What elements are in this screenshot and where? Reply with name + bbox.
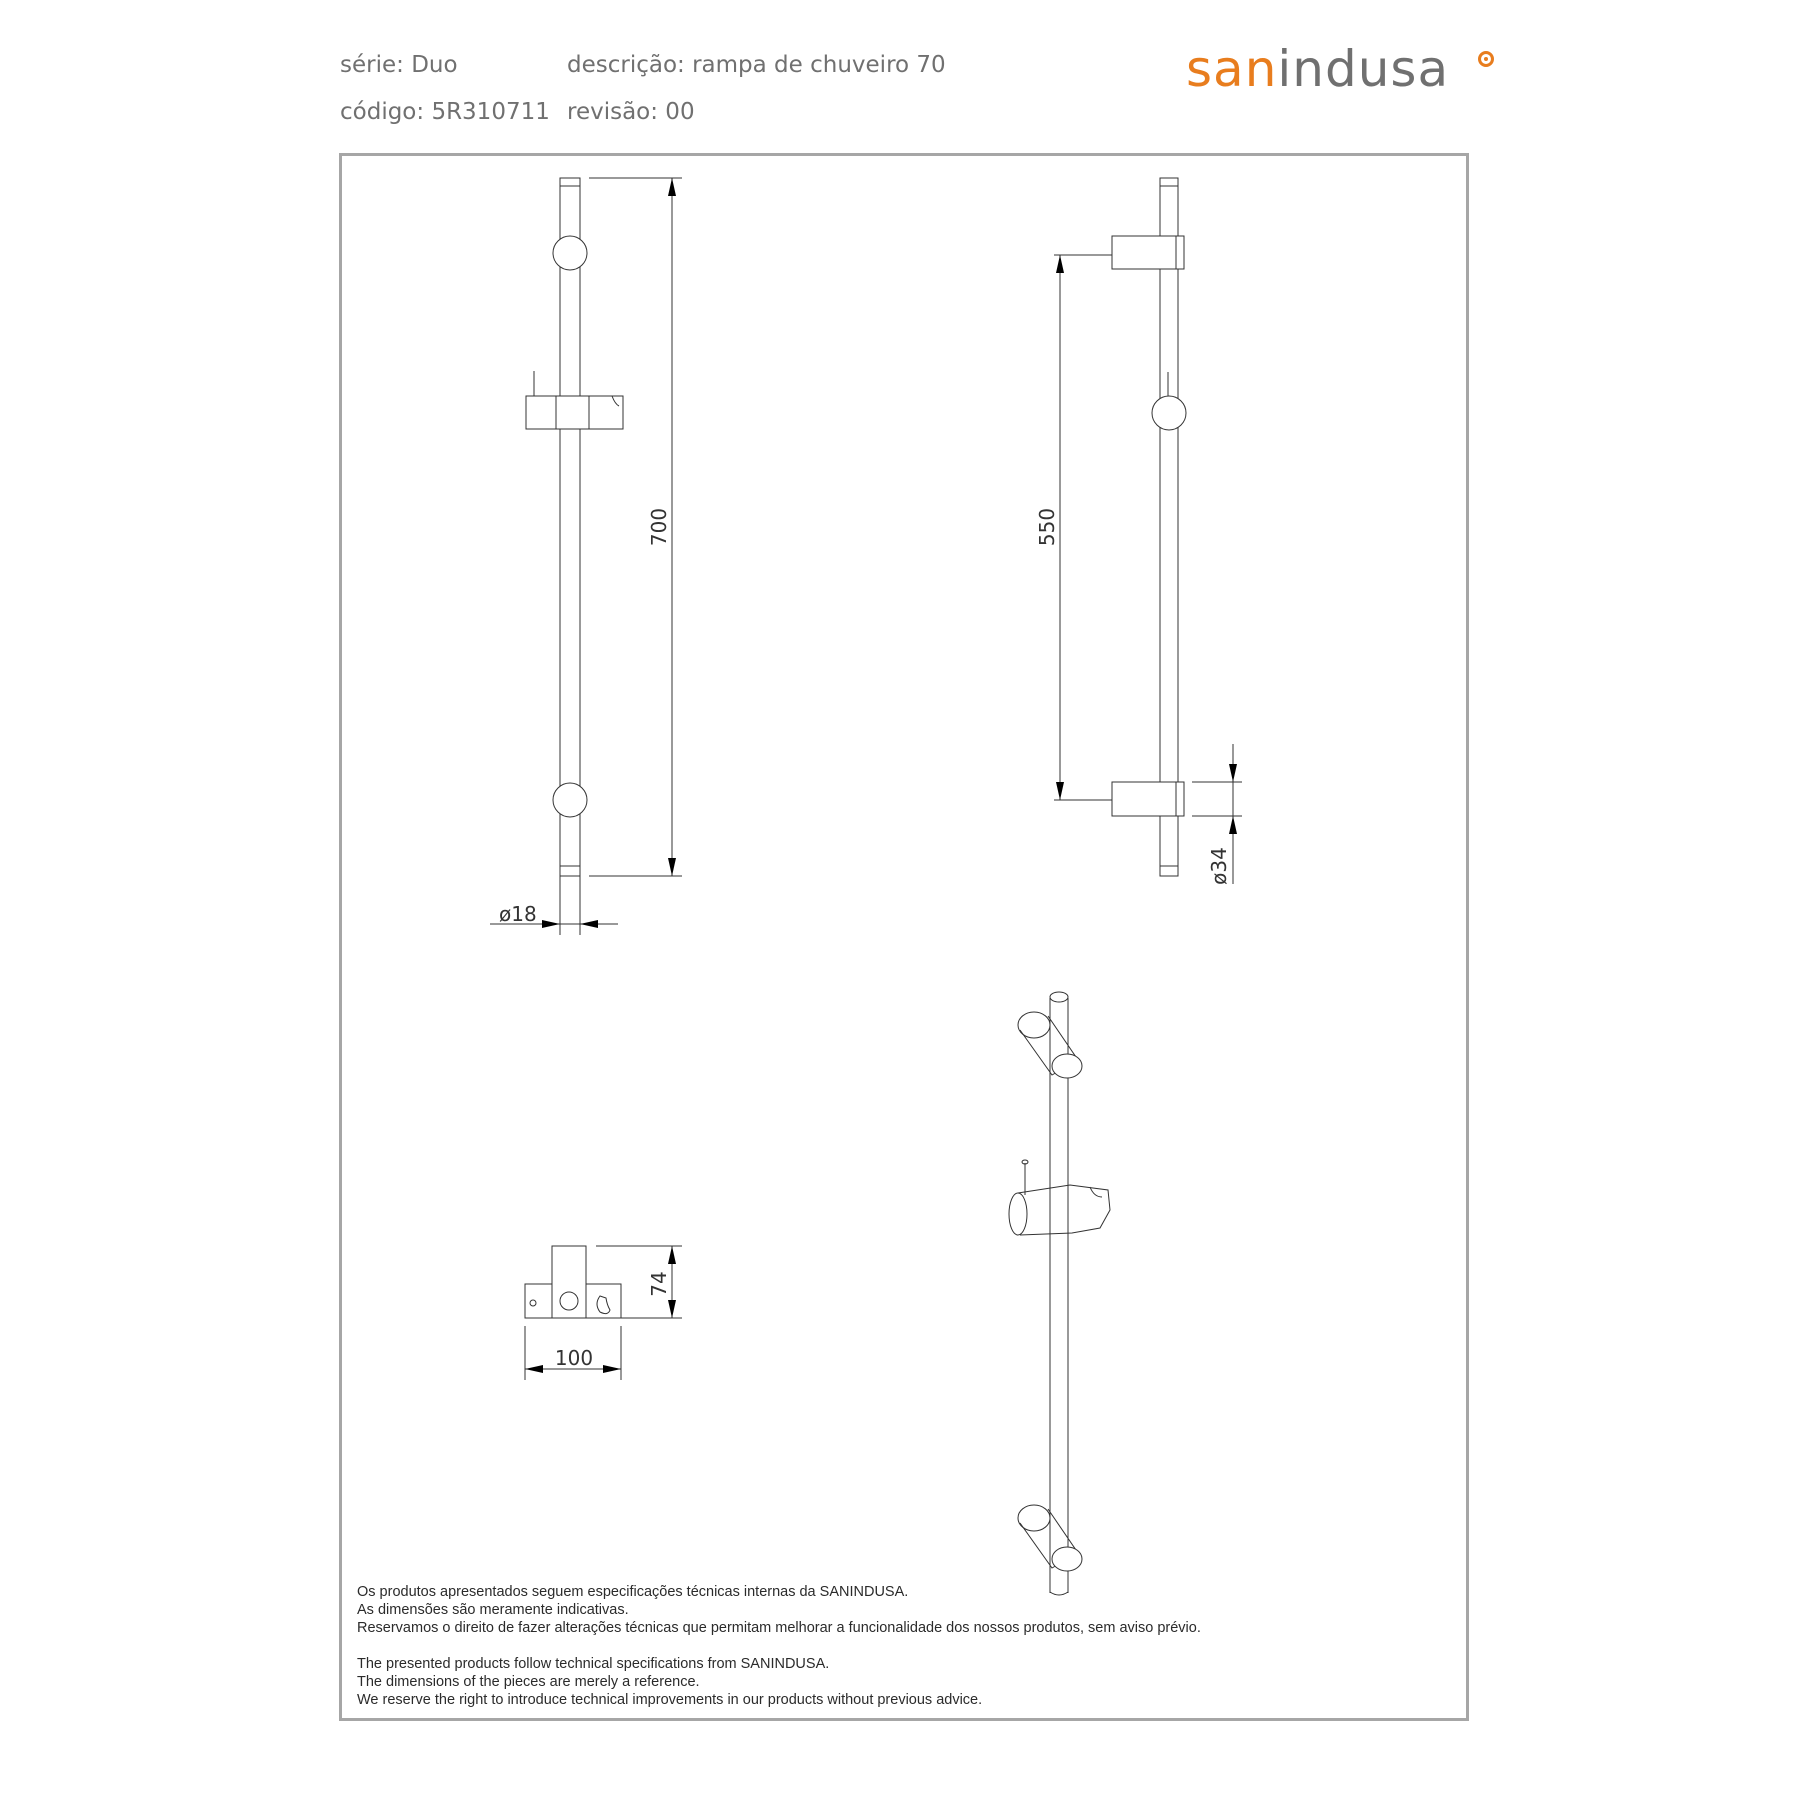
isometric-view	[1009, 992, 1110, 1595]
descricao-label: descrição: rampa de chuveiro 70	[567, 52, 946, 78]
dim-height-74: 74	[647, 1271, 671, 1296]
dim-diameter-18: ø18	[499, 902, 537, 926]
revisao-label: revisão: 00	[567, 99, 695, 125]
note-pt-2: As dimensões são meramente indicativas.	[357, 1602, 629, 1618]
dim-height-700: 700	[647, 508, 671, 546]
plan-view	[525, 1246, 682, 1380]
logo-part-indusa: indusa	[1277, 40, 1450, 98]
dim-diameter-34: ø34	[1207, 847, 1231, 885]
logo-part-san: san	[1186, 40, 1278, 98]
note-en-3: We reserve the right to introduce techni…	[357, 1692, 983, 1708]
front-view	[490, 178, 682, 935]
dim-spacing-550: 550	[1035, 508, 1059, 546]
note-pt-3: Reservamos o direito de fazer alterações…	[357, 1620, 1201, 1636]
serie-label: série: Duo	[340, 52, 458, 78]
side-view	[1054, 178, 1242, 884]
logo-mark-icon	[1478, 51, 1494, 67]
sanindusa-logo: sanindusa	[1186, 40, 1449, 100]
note-en-1: The presented products follow technical …	[357, 1656, 830, 1672]
dim-width-100: 100	[555, 1346, 593, 1370]
codigo-label: código: 5R310711	[340, 99, 550, 125]
note-en-2: The dimensions of the pieces are merely …	[357, 1674, 700, 1690]
note-pt-1: Os produtos apresentados seguem especifi…	[357, 1584, 909, 1600]
drawing-frame	[339, 153, 1469, 1721]
